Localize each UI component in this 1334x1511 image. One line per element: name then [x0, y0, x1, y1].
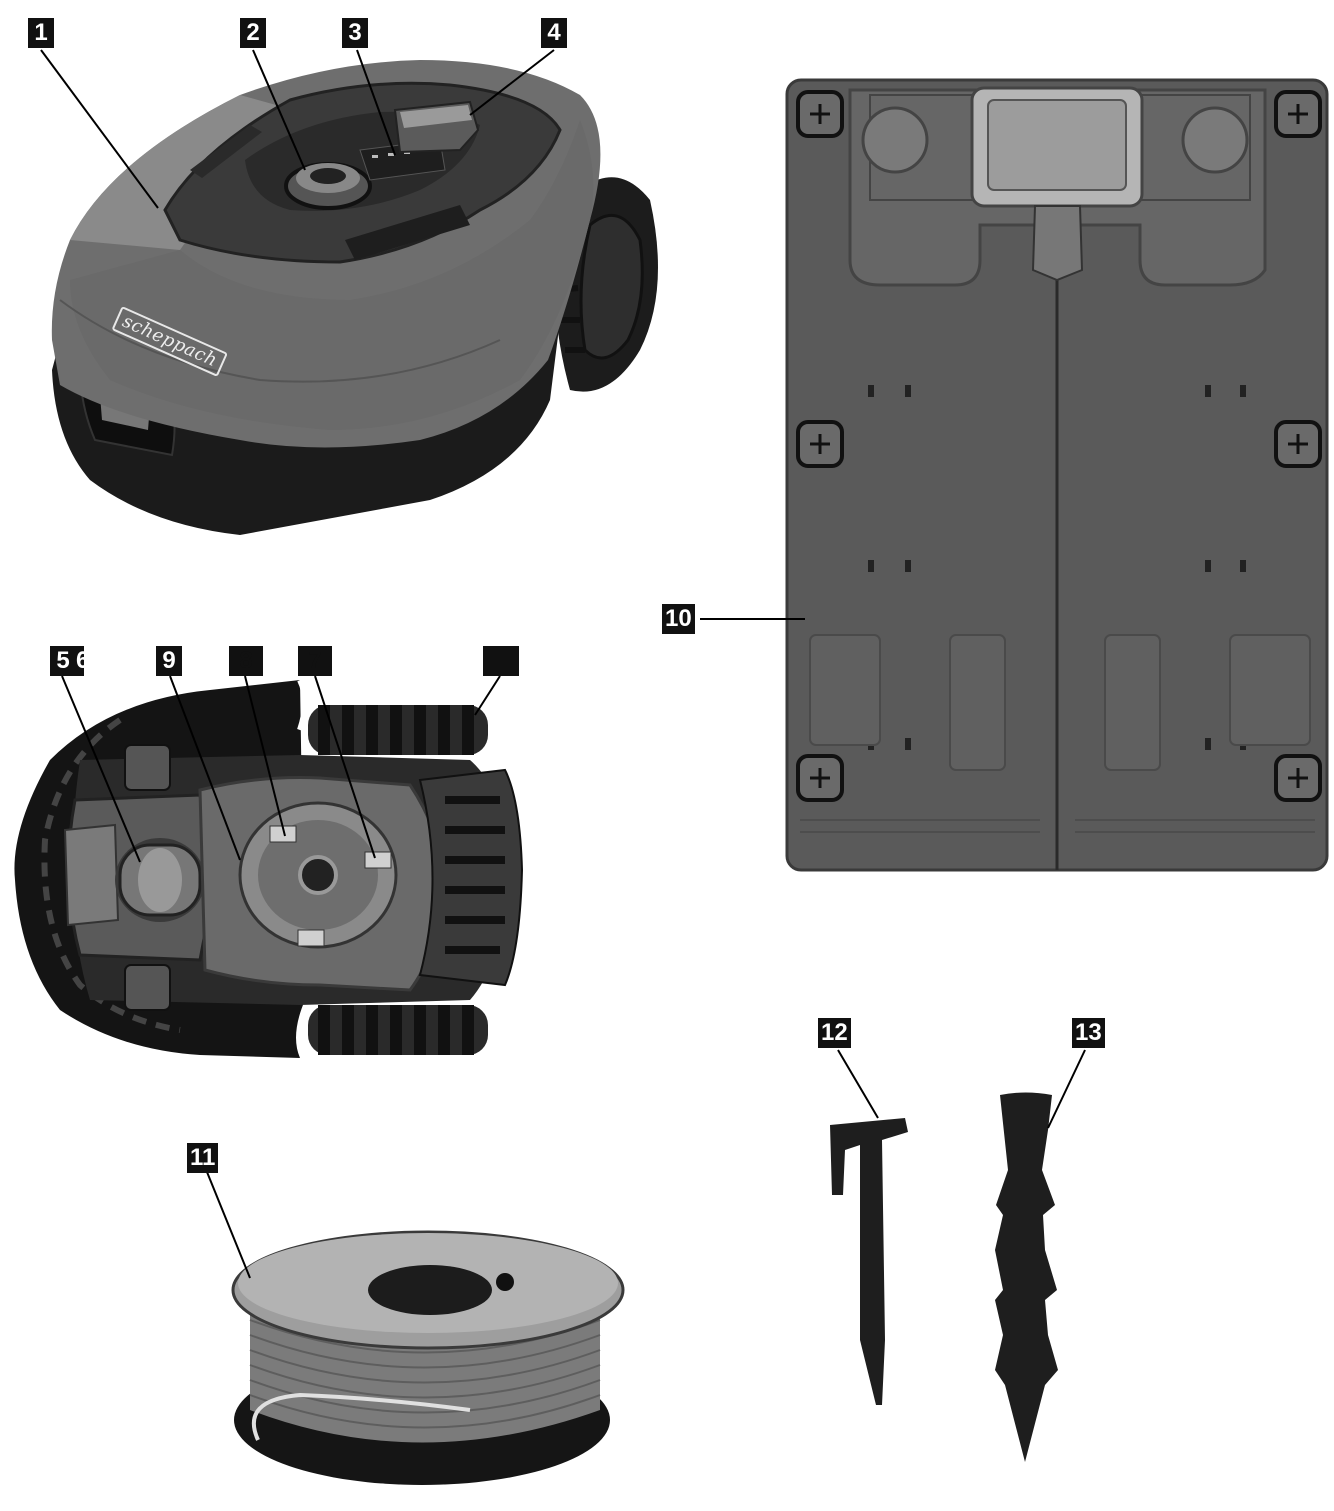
label-6: 6: [76, 646, 84, 676]
leader-lines-underside: [61, 675, 501, 863]
front-caster-wheel: [115, 838, 205, 922]
leader-line-11: [206, 1171, 251, 1279]
label-8: 8: [229, 646, 263, 676]
label-1: 1: [28, 18, 54, 48]
label-7: 7: [298, 646, 332, 676]
label-wheel: [483, 646, 519, 676]
cutting-blade: [269, 825, 392, 947]
mower-underside: [14, 678, 524, 1058]
leader-line-13: [1047, 1049, 1086, 1129]
label-9: 9: [156, 646, 182, 676]
charging-base-plate: [785, 78, 1329, 872]
anchor-stake: [995, 1092, 1058, 1462]
label-5: 5: [50, 646, 76, 676]
mower-top-view: [51, 60, 658, 535]
label-4: 4: [541, 18, 567, 48]
leader-lines-top: [40, 49, 555, 209]
label-10: 10: [662, 604, 695, 634]
label-2: 2: [240, 18, 266, 48]
leader-line-12: [837, 1049, 879, 1119]
label-3: 3: [342, 18, 368, 48]
label-13: 13: [1072, 1018, 1105, 1048]
label-12: 12: [818, 1018, 851, 1048]
drive-wheel-bottom: [308, 1005, 488, 1055]
label-11: 11: [187, 1143, 219, 1173]
blade-disc: [238, 801, 398, 949]
boundary-wire-spool: [231, 1230, 625, 1485]
wire-peg: [830, 1118, 908, 1405]
height-adjust-knob: [284, 162, 372, 210]
drive-wheel-top: [308, 705, 488, 755]
